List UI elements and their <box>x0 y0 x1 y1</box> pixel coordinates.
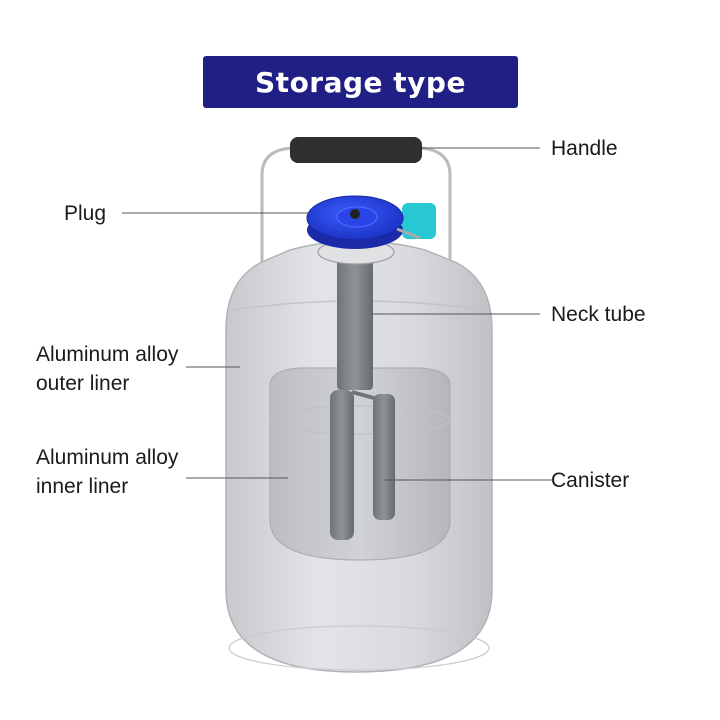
label-plug: Plug <box>64 202 107 225</box>
handle-grip <box>290 137 422 163</box>
plug-latch <box>396 227 421 240</box>
diagram-title: Storage type <box>255 65 466 99</box>
inner-liner-shell <box>269 367 451 561</box>
canister-right <box>373 394 395 520</box>
label-inner-liner: Aluminum alloy inner liner <box>36 446 179 498</box>
neck-tube <box>337 250 373 390</box>
bottom-rim <box>228 625 490 671</box>
label-canister: Canister <box>551 469 630 492</box>
label-outer-liner: Aluminum alloy outer liner <box>36 343 179 395</box>
label-handle: Handle <box>551 137 618 160</box>
canister-arm <box>351 390 375 400</box>
side-cap <box>402 203 436 239</box>
inner-liner-rim <box>269 405 451 435</box>
canister-left <box>330 390 354 540</box>
handle-wire <box>260 146 293 262</box>
label-neck-tube: Neck tube <box>551 303 646 326</box>
title-banner: Storage type <box>203 56 518 108</box>
plug-center <box>350 209 360 219</box>
handle-wire-right <box>419 146 452 262</box>
